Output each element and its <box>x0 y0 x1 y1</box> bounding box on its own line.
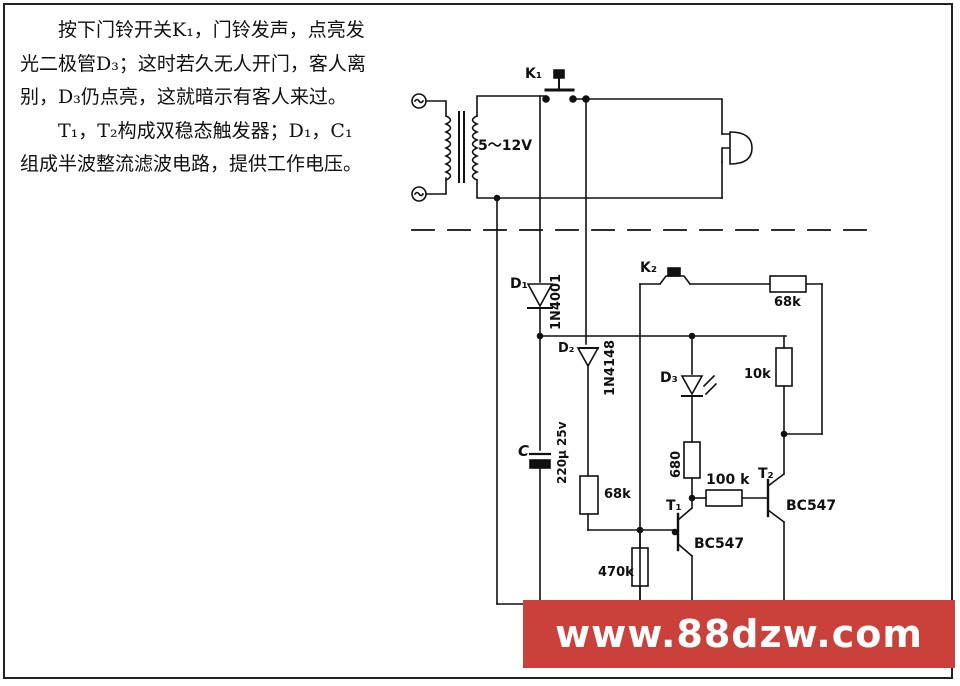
r-10k <box>775 347 793 387</box>
description-paragraph-2: T₁，T₂构成双稳态触发器；D₁，C₁组成半波整流滤波电路，提供工作电压。 <box>20 119 363 176</box>
label-r-68k-left: 68k <box>604 487 631 502</box>
label-c1-value: 220μ 25v <box>555 421 569 484</box>
description-text: 按下门铃开关K₁，门铃发声，点亮发光二极管D₃；这时若久无人开门，客人离别，D₃… <box>20 14 370 182</box>
transformer-secondary <box>471 114 479 182</box>
label-r-10k: 10k <box>744 367 771 382</box>
label-d1-part: 1N4001 <box>549 274 564 330</box>
label-r-68k-top: 68k <box>774 295 801 310</box>
k2-switch <box>658 275 692 286</box>
label-d2-part: 1N4148 <box>603 340 618 396</box>
r-68k-top <box>769 275 807 293</box>
k1-contact-left <box>542 95 550 103</box>
r-680 <box>683 441 701 479</box>
label-r-470k: 470k <box>598 565 634 580</box>
label-d2: D₂ <box>558 341 575 356</box>
label-t1: T₁ <box>666 498 682 514</box>
description-paragraph-1: 按下门铃开关K₁，门铃发声，点亮发光二极管D₃；这时若久无人开门，客人离别，D₃… <box>20 19 366 108</box>
label-t2: T₂ <box>758 466 774 482</box>
d2-diode <box>576 347 600 368</box>
d1-diode <box>526 283 554 308</box>
label-t1-part: BC547 <box>694 536 744 552</box>
r-100k <box>705 489 743 507</box>
label-k2: K₂ <box>640 260 657 276</box>
label-d1: D₁ <box>510 276 528 292</box>
label-t2-part: BC547 <box>786 498 836 514</box>
r-68k-left <box>579 475 599 515</box>
watermark: www.88dzw.com <box>523 600 955 668</box>
label-transformer-voltage: 5～12V <box>478 138 532 154</box>
bell-icon <box>721 131 753 165</box>
label-r-680: 680 <box>669 451 684 478</box>
d3-led <box>680 375 704 396</box>
transformer-primary <box>444 114 452 182</box>
label-c1: C <box>518 442 529 460</box>
label-k1: K₁ <box>525 66 542 82</box>
label-d3: D₃ <box>660 370 678 386</box>
figure-frame <box>3 3 953 679</box>
label-r-100k: 100 k <box>706 472 750 488</box>
